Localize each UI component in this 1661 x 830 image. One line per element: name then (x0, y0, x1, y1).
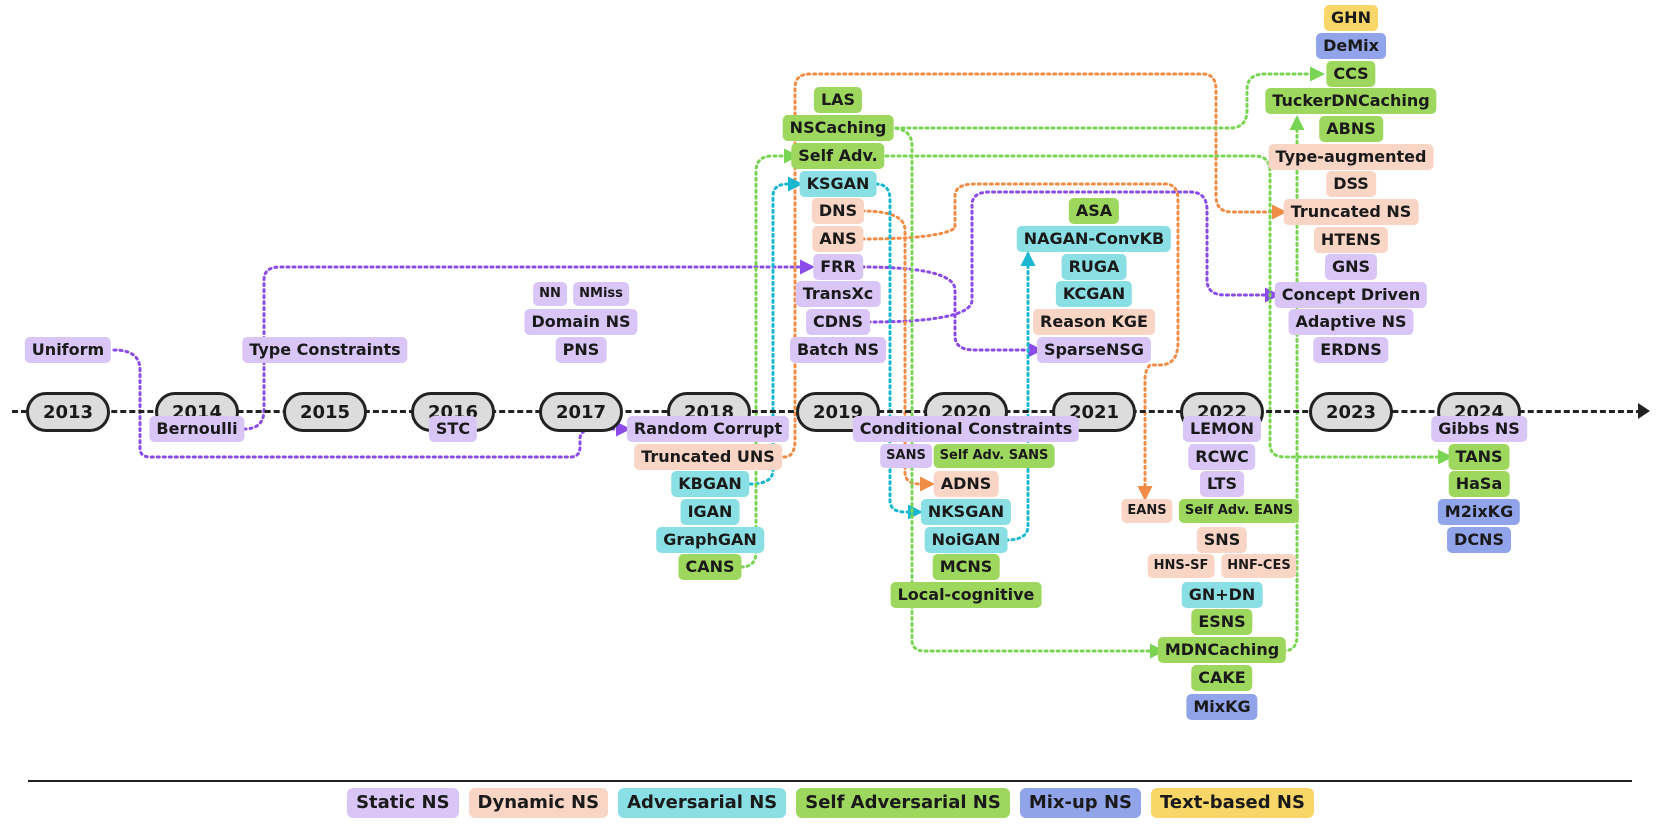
method-abns: ABNS (1319, 116, 1383, 142)
link-bernoulli-frr (242, 259, 815, 431)
link-selfadv-tans (878, 154, 1453, 465)
method-htens: HTENS (1313, 227, 1389, 253)
method-gns: GNS (1324, 254, 1378, 280)
link-noigan-nagan (1004, 251, 1036, 542)
method-sparsensg: SparseNSG (1036, 337, 1152, 363)
link-kbgan-ksgan (748, 176, 803, 486)
method-ccs: CCS (1326, 61, 1376, 87)
method-ans: ANS (812, 226, 864, 252)
legend-item-mixup: Mix-up NS (1019, 788, 1141, 818)
method-hnfces: HNF-CES (1221, 554, 1297, 578)
method-cake: CAKE (1191, 665, 1253, 691)
year-2021: 2021 (1052, 392, 1136, 432)
method-tuckerdn: TuckerDNCaching (1265, 88, 1437, 114)
method-dns: DNS (811, 198, 865, 224)
method-m2ixkg: M2ixKG (1437, 499, 1521, 525)
method-gndn: GN+DN (1181, 582, 1263, 608)
method-domainns: Domain NS (524, 309, 638, 335)
method-nagan: NAGAN-ConvKB (1016, 226, 1172, 252)
method-lts: LTS (1200, 471, 1244, 497)
method-adaptivens: Adaptive NS (1288, 309, 1414, 335)
method-adns: ADNS (933, 471, 999, 497)
method-dss: DSS (1326, 171, 1376, 197)
method-nksgan: NKSGAN (920, 499, 1012, 525)
method-hasa: HaSa (1448, 471, 1510, 497)
legend: Static NS Dynamic NS Adversarial NS Self Ad… (0, 788, 1661, 818)
method-selfadvsans: Self Adv. SANS (933, 444, 1055, 468)
method-randcorrupt: Random Corrupt (626, 416, 790, 442)
method-dcns: DCNS (1447, 527, 1511, 553)
method-igan: IGAN (680, 499, 740, 525)
method-condcons: Conditional Constraints (852, 416, 1080, 442)
method-graphgan: GraphGAN (656, 527, 764, 553)
method-truncns: Truncated NS (1283, 199, 1419, 225)
method-mdncaching: MDNCaching (1157, 637, 1287, 663)
method-conceptdriven: Concept Driven (1274, 282, 1428, 308)
method-stc: STC (428, 416, 478, 442)
method-transxc: TransXc (795, 281, 881, 307)
method-erdns: ERDNS (1313, 337, 1389, 363)
legend-item-adversarial: Adversarial NS (618, 788, 787, 818)
link-cdns-conceptdriven (866, 190, 1280, 324)
method-mixkg: MixKG (1186, 694, 1258, 720)
method-asa: ASA (1068, 198, 1120, 224)
method-lemon: LEMON (1182, 416, 1262, 442)
method-gibbsns: Gibbs NS (1431, 416, 1527, 442)
link-nscaching-ccs (888, 66, 1325, 130)
method-hnssf: HNS-SF (1147, 554, 1215, 578)
method-noigan: NoiGAN (924, 527, 1008, 553)
method-kcgan: KCGAN (1055, 281, 1133, 307)
link-ans-eans (860, 182, 1180, 501)
method-typeaug: Type-augmented (1268, 144, 1434, 170)
method-mcns: MCNS (932, 554, 1000, 580)
link-ksgan-nksgan (874, 182, 923, 520)
legend-item-static: Static NS (347, 788, 459, 818)
method-frr: FRR (813, 254, 863, 280)
method-sans: SANS (880, 444, 932, 468)
method-las: LAS (813, 87, 863, 113)
year-2017: 2017 (539, 392, 623, 432)
method-sns: SNS (1196, 527, 1248, 553)
link-uniform-randcorrupt (112, 348, 631, 459)
method-nn: NN (533, 282, 567, 306)
method-uniform: Uniform (24, 337, 112, 363)
method-ruga: RUGA (1061, 254, 1127, 280)
link-truncuns-truncns (782, 72, 1287, 459)
method-demix: DeMix (1316, 33, 1386, 59)
year-2023: 2023 (1309, 392, 1393, 432)
year-2013: 2013 (26, 392, 110, 432)
method-ksgan: KSGAN (799, 171, 877, 197)
method-esns: ESNS (1191, 609, 1253, 635)
legend-item-dynamic: Dynamic NS (468, 788, 609, 818)
link-cans-selfadv (739, 148, 799, 569)
method-localcog: Local-cognitive (890, 582, 1042, 608)
timeline-arrow-icon (1638, 403, 1650, 419)
method-pns: PNS (555, 337, 607, 363)
method-cans: CANS (678, 554, 742, 580)
method-ghn: GHN (1324, 5, 1378, 31)
method-rcwc: RCWC (1188, 444, 1256, 470)
link-dns-adns (860, 209, 935, 492)
method-nmiss: NMiss (573, 282, 629, 306)
legend-divider (28, 780, 1632, 782)
method-tans: TANS (1448, 444, 1510, 470)
method-reasonkge: Reason KGE (1033, 309, 1155, 335)
method-batchns: Batch NS (790, 337, 886, 363)
method-bernoulli: Bernoulli (149, 416, 245, 442)
link-nscaching-mdncaching (888, 126, 1165, 659)
method-kbgan: KBGAN (671, 471, 749, 497)
legend-item-text: Text-based NS (1151, 788, 1314, 818)
method-truncuns: Truncated UNS (634, 444, 782, 470)
link-frr-sparsensg (860, 265, 1043, 358)
method-cdns: CDNS (806, 309, 870, 335)
method-selfadveans: Self Adv. EANS (1178, 499, 1300, 523)
legend-item-self-adversarial: Self Adversarial NS (796, 788, 1010, 818)
method-nscaching: NSCaching (782, 115, 894, 141)
method-typecons: Type Constraints (242, 337, 408, 363)
method-eans: EANS (1121, 499, 1173, 523)
method-selfadv: Self Adv. (791, 143, 885, 169)
year-2015: 2015 (283, 392, 367, 432)
